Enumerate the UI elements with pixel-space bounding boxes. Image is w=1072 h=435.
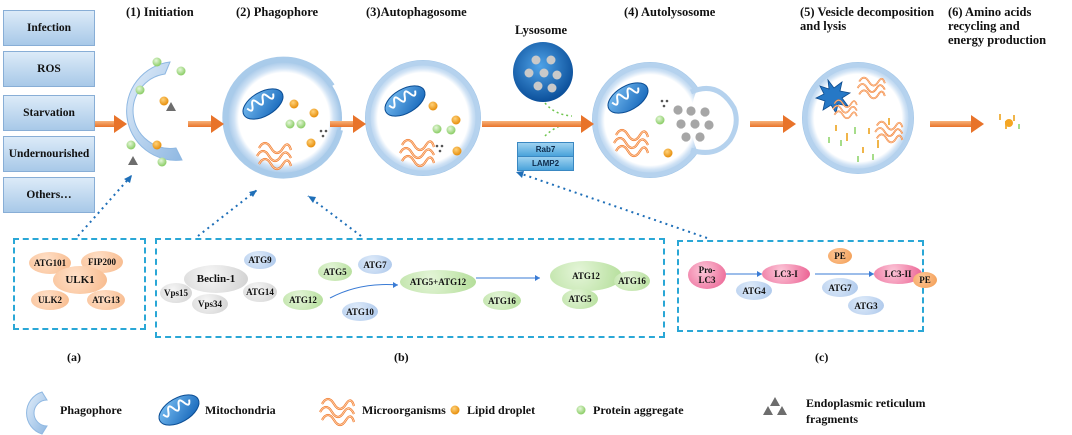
stage-initiation-title: (1) Initiation xyxy=(126,5,194,19)
atg5-atg12-node: ATG5+ATG12 xyxy=(400,270,476,294)
atg3-node: ATG3 xyxy=(848,296,884,315)
stage-recycling-title-2: recycling and xyxy=(948,19,1020,33)
ulk2-node: ULK2 xyxy=(31,290,69,310)
stage-autophagosome-title: (3)Autophagosome xyxy=(366,5,467,19)
legend-phagophore-icon xyxy=(26,391,48,435)
atg16-node: ATG16 xyxy=(483,291,521,310)
legend-er-label-1: Endoplasmic reticulum xyxy=(806,396,926,410)
legend-mitochondria-icon xyxy=(152,387,206,433)
amino-acids-icon xyxy=(999,114,1020,129)
atg7-c-node: ATG7 xyxy=(822,278,858,297)
trigger-starvation: Starvation xyxy=(3,95,95,131)
flow-arrow xyxy=(188,115,224,133)
vps34-node: Vps34 xyxy=(192,294,228,314)
panel-b-label: (b) xyxy=(394,350,409,364)
flow-arrow xyxy=(750,115,796,133)
lc3-i-node: LC3-I xyxy=(762,264,810,284)
vesicle-decomposition-icon xyxy=(802,62,914,174)
atg12-node: ATG12 xyxy=(283,290,323,310)
lysosome-icon xyxy=(513,42,573,137)
flow-arrow xyxy=(95,115,127,133)
stage-decomposition-title-2: and lysis xyxy=(800,19,847,33)
lc3-ii-node: LC3-II xyxy=(874,264,922,284)
atg9-node: ATG9 xyxy=(244,251,276,269)
legend-lipid-label: Lipid droplet xyxy=(467,403,536,417)
panel-a-label: (a) xyxy=(67,350,81,364)
panel-a-box xyxy=(13,238,146,330)
rab7-marker: Rab7 xyxy=(517,142,574,157)
atg5-node: ATG5 xyxy=(318,262,352,281)
legend-er-label-2: fragments xyxy=(806,412,858,426)
lysosome-title: Lysosome xyxy=(515,23,568,37)
legend-protein-label: Protein aggregate xyxy=(593,403,684,417)
beclin1-node: Beclin-1 xyxy=(184,265,248,293)
stage-recycling-title-3: energy production xyxy=(948,33,1047,47)
atg10-node: ATG10 xyxy=(342,302,378,321)
phagophore-stage-icon xyxy=(222,56,343,179)
pe-node: PE xyxy=(828,248,852,264)
initiation-phagophore-icon xyxy=(126,57,186,167)
trigger-ros: ROS xyxy=(3,51,95,87)
pe-bound-node: PE xyxy=(913,272,937,288)
panel-connectors xyxy=(77,171,708,239)
pro-lc3-label-2: LC3 xyxy=(698,275,716,285)
autophagosome-icon xyxy=(365,60,481,176)
flow-arrow xyxy=(930,115,984,133)
trigger-infection: Infection xyxy=(3,10,95,46)
legend-mitochondria-label: Mitochondria xyxy=(205,403,276,417)
legend-lipid-droplet-icon xyxy=(450,405,460,415)
stage-phagophore-title: (2) Phagophore xyxy=(236,5,319,19)
lamp2-marker: LAMP2 xyxy=(517,156,574,171)
flow-arrow xyxy=(330,115,366,133)
pro-lc3-node: Pro- LC3 xyxy=(688,261,726,289)
panel-c-label: (c) xyxy=(815,350,829,364)
atg7-node: ATG7 xyxy=(358,255,392,274)
legend-microorganisms-label: Microorganisms xyxy=(362,403,446,417)
legend-protein-aggregate-icon xyxy=(576,405,586,415)
ulk1-node: ULK1 xyxy=(53,266,107,294)
atg12-complex-node: ATG12 xyxy=(550,261,622,291)
legend-er-fragment-icon xyxy=(763,397,787,415)
atg13-node: ATG13 xyxy=(87,290,125,310)
vps15-node: Vps15 xyxy=(160,283,192,303)
atg4-node: ATG4 xyxy=(736,281,772,300)
stage-autolysosome-title: (4) Autolysosome xyxy=(624,5,716,19)
atg16-complex-node: ATG16 xyxy=(614,271,650,291)
flow-arrow xyxy=(482,115,594,133)
atg101-node: ATG101 xyxy=(29,252,71,274)
stage-recycling-title-1: (6) Amino acids xyxy=(948,5,1032,19)
legend-microorganisms-icon xyxy=(318,397,356,427)
stage-decomposition-title-1: (5) Vesicle decomposition xyxy=(800,5,935,19)
autolysosome-icon xyxy=(592,62,739,178)
trigger-undernourished: Undernourished xyxy=(3,136,95,172)
atg5-complex-node: ATG5 xyxy=(562,289,598,309)
trigger-others: Others… xyxy=(3,177,95,213)
pro-lc3-label-1: Pro- xyxy=(698,265,716,275)
panel-b-box xyxy=(155,238,665,338)
legend-phagophore-label: Phagophore xyxy=(60,403,122,417)
atg14-node: ATG14 xyxy=(243,282,277,302)
